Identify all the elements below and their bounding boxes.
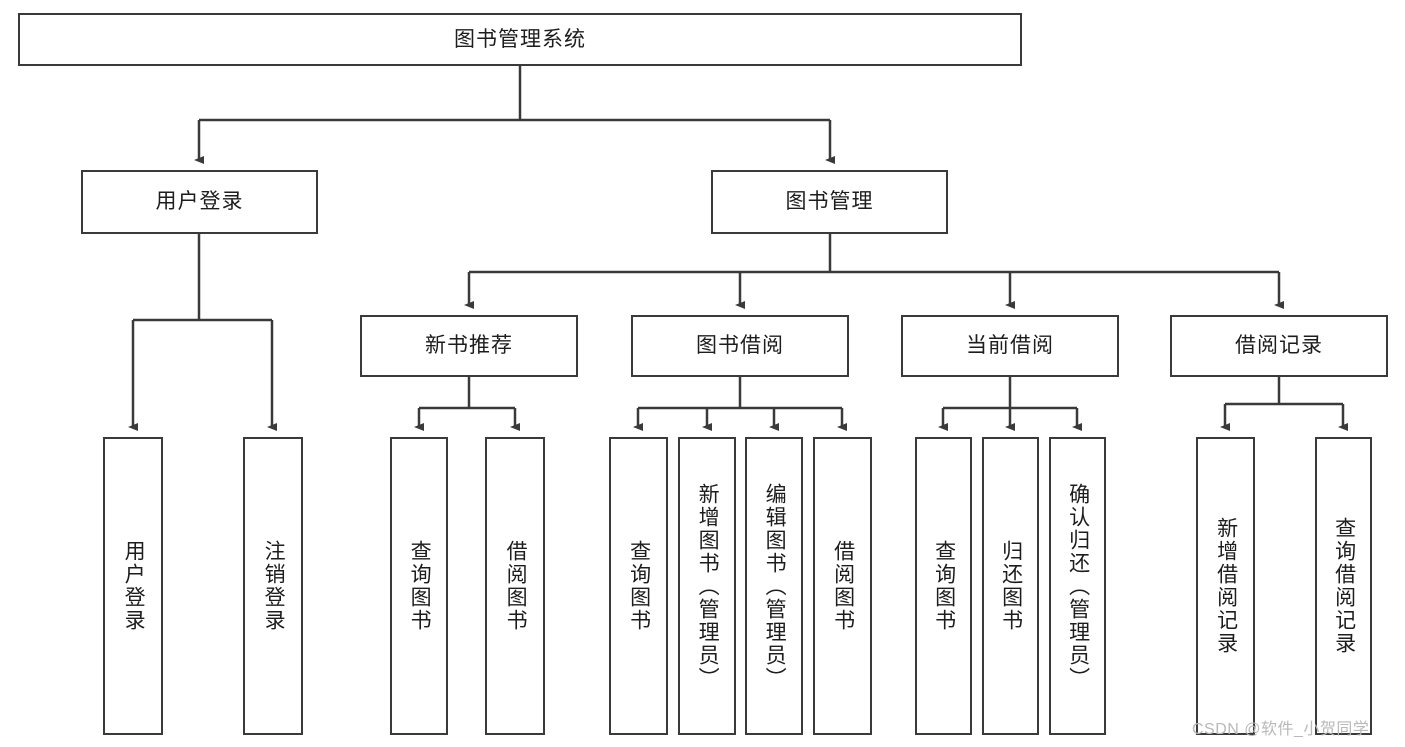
node-label: 图书管理 (785, 190, 874, 214)
node-leaf-query-book-2[interactable]: 查询图书 (609, 437, 668, 735)
node-leaf-edit-book[interactable]: 编辑图书（管理员） (745, 437, 803, 735)
node-label: 用户登录 (155, 190, 244, 214)
node-label: 编辑图书（管理员） (763, 482, 787, 690)
node-label: 注销登录 (262, 540, 286, 632)
csdn-watermark: CSDN @软件_小贺同学 (1192, 721, 1370, 738)
node-user-login[interactable]: 用户登录 (81, 170, 318, 234)
node-leaf-return-book[interactable]: 归还图书 (982, 437, 1039, 735)
node-label: 借阅图书 (831, 540, 855, 632)
node-leaf-borrow-book-1[interactable]: 借阅图书 (485, 437, 545, 735)
node-leaf-confirm-return[interactable]: 确认归还（管理员） (1049, 437, 1106, 735)
node-leaf-add-record[interactable]: 新增借阅记录 (1196, 437, 1255, 735)
node-label: 图书管理系统 (454, 27, 586, 51)
node-leaf-logout[interactable]: 注销登录 (243, 437, 303, 735)
node-label: 借阅图书 (504, 540, 528, 632)
node-leaf-query-record[interactable]: 查询借阅记录 (1315, 437, 1372, 735)
node-label: 确认归还（管理员） (1066, 482, 1090, 690)
node-root-system[interactable]: 图书管理系统 (18, 13, 1022, 66)
node-label: 借阅记录 (1235, 334, 1323, 358)
node-borrow-record[interactable]: 借阅记录 (1170, 315, 1388, 377)
node-label: 查询图书 (932, 540, 956, 632)
node-leaf-query-book-1[interactable]: 查询图书 (390, 437, 448, 735)
node-label: 查询借阅记录 (1332, 517, 1356, 655)
node-label: 查询图书 (627, 540, 651, 632)
node-leaf-add-book[interactable]: 新增图书（管理员） (678, 437, 736, 735)
node-label: 图书借阅 (696, 334, 784, 358)
node-label: 用户登录 (122, 540, 146, 632)
node-new-book-recommend[interactable]: 新书推荐 (360, 315, 578, 377)
node-current-borrow[interactable]: 当前借阅 (901, 315, 1119, 377)
node-book-borrow[interactable]: 图书借阅 (631, 315, 849, 377)
node-book-management[interactable]: 图书管理 (711, 170, 948, 234)
node-leaf-query-book-3[interactable]: 查询图书 (915, 437, 972, 735)
node-leaf-user-login[interactable]: 用户登录 (103, 437, 163, 735)
node-label: 新增借阅记录 (1214, 517, 1238, 655)
node-label: 当前借阅 (966, 334, 1054, 358)
node-label: 查询图书 (408, 540, 432, 632)
node-label: 新增图书（管理员） (696, 482, 720, 690)
node-leaf-borrow-book-2[interactable]: 借阅图书 (813, 437, 872, 735)
node-label: 新书推荐 (425, 334, 513, 358)
node-label: 归还图书 (999, 540, 1023, 632)
